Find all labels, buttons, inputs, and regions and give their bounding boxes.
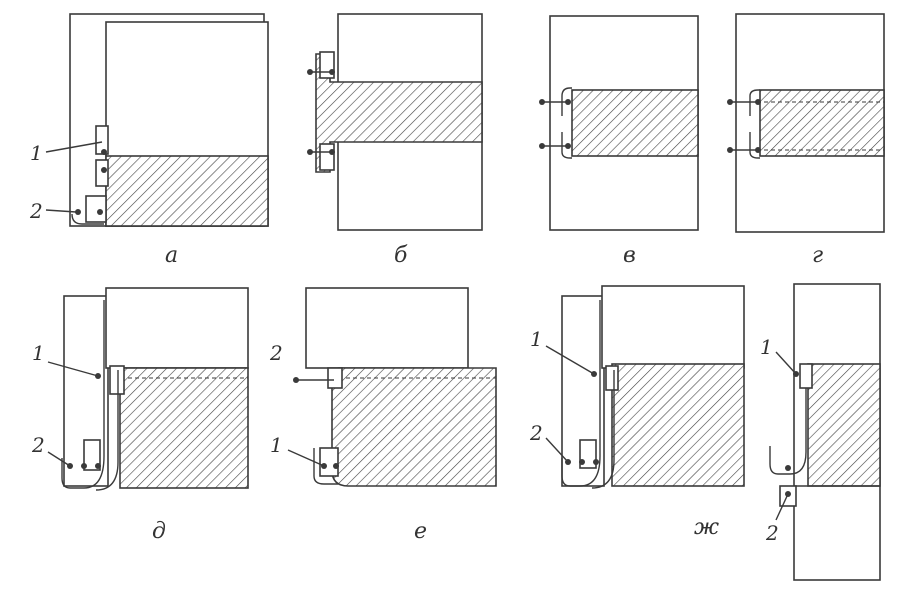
door-panel bbox=[105, 155, 269, 227]
panel-caption: д bbox=[152, 519, 166, 544]
hinge-plate-1 bbox=[799, 363, 813, 389]
door-panel bbox=[759, 89, 885, 157]
panel-b: б bbox=[307, 13, 483, 268]
callout-1: 1 bbox=[32, 341, 45, 365]
hinge-pivot-2c bbox=[593, 459, 599, 465]
leader-line-1 bbox=[47, 361, 99, 377]
callout-1: 1 bbox=[270, 433, 283, 457]
leader-line-2 bbox=[47, 451, 71, 467]
callout-2: 2 bbox=[529, 421, 543, 445]
hinge-plate-2 bbox=[327, 367, 343, 389]
panel-a: 1 2 а bbox=[29, 13, 269, 268]
panel-caption: ж bbox=[694, 515, 719, 540]
hinge-plate-bottom bbox=[319, 143, 335, 171]
callout-2: 2 bbox=[29, 199, 43, 223]
hinge-pivot-2b bbox=[579, 459, 585, 465]
door-panel bbox=[331, 367, 497, 487]
hinge-arm-top bbox=[749, 89, 760, 116]
panel-v: в bbox=[539, 15, 699, 268]
hinge-arm-2 bbox=[71, 213, 104, 225]
leader-line-1 bbox=[775, 351, 797, 375]
door-panel bbox=[119, 367, 249, 489]
hinge-arm-bottom bbox=[561, 132, 572, 159]
leader-line-1 bbox=[45, 141, 103, 153]
hinge-pivot-2 bbox=[785, 465, 791, 471]
panel-zh-right: 1 2 bbox=[760, 283, 881, 581]
panel-zh-left: 1 2 ж bbox=[529, 285, 745, 540]
hinge-pivot-2c bbox=[95, 463, 101, 469]
panel-caption: б bbox=[394, 243, 408, 268]
callout-2: 2 bbox=[269, 341, 283, 365]
hinge-pivot-1b bbox=[333, 463, 339, 469]
leader-line-2 bbox=[545, 437, 569, 463]
panel-d: 1 2 д bbox=[31, 287, 249, 544]
hinge-plate-1 bbox=[109, 365, 125, 395]
callout-1: 1 bbox=[30, 141, 43, 165]
hinge-arm-top bbox=[561, 87, 572, 116]
hinge-arm-2 bbox=[561, 300, 601, 487]
panel-caption: в bbox=[623, 243, 636, 268]
panel-g: г bbox=[727, 13, 885, 268]
callout-2: 2 bbox=[765, 521, 779, 545]
leader-line-2 bbox=[775, 493, 789, 521]
leader-line-2 bbox=[45, 209, 77, 213]
panel-caption: е bbox=[414, 519, 427, 544]
hinge-pivot-2b bbox=[97, 209, 103, 215]
hinge-arm-2 bbox=[769, 370, 807, 475]
door-panel bbox=[571, 89, 699, 157]
cabinet-side bbox=[305, 287, 469, 369]
panel-caption: а bbox=[165, 243, 178, 268]
hinge-plate-1 bbox=[605, 365, 619, 391]
hinge-plate-1b bbox=[95, 159, 109, 187]
hinge-pivot-2b bbox=[81, 463, 87, 469]
cabinet-side bbox=[601, 285, 745, 369]
callout-1: 1 bbox=[760, 335, 773, 359]
hinge-plate-2 bbox=[85, 195, 107, 223]
hinge-pivot-2 bbox=[75, 209, 81, 215]
leader-line-1 bbox=[545, 345, 595, 375]
door-edge-curve bbox=[95, 370, 119, 491]
callout-2: 2 bbox=[31, 433, 45, 457]
door-panel bbox=[807, 363, 881, 487]
door-edge-curve bbox=[591, 370, 615, 489]
cabinet-side bbox=[105, 287, 249, 369]
hinge-plate-1 bbox=[319, 447, 339, 477]
leader-line-1 bbox=[287, 449, 325, 467]
hinge-arm-bottom bbox=[749, 132, 760, 159]
door-panel bbox=[611, 363, 745, 487]
hinge-arm-1 bbox=[313, 448, 338, 485]
hinge-pivot-1b bbox=[101, 167, 107, 173]
hinge-plate-2 bbox=[83, 439, 101, 471]
callout-1: 1 bbox=[530, 327, 543, 351]
panel-caption: г bbox=[812, 243, 823, 268]
panel-e: 2 1 е bbox=[269, 287, 497, 544]
hinge-arm-2 bbox=[61, 300, 105, 489]
hinge-pivot-1 bbox=[101, 149, 107, 155]
